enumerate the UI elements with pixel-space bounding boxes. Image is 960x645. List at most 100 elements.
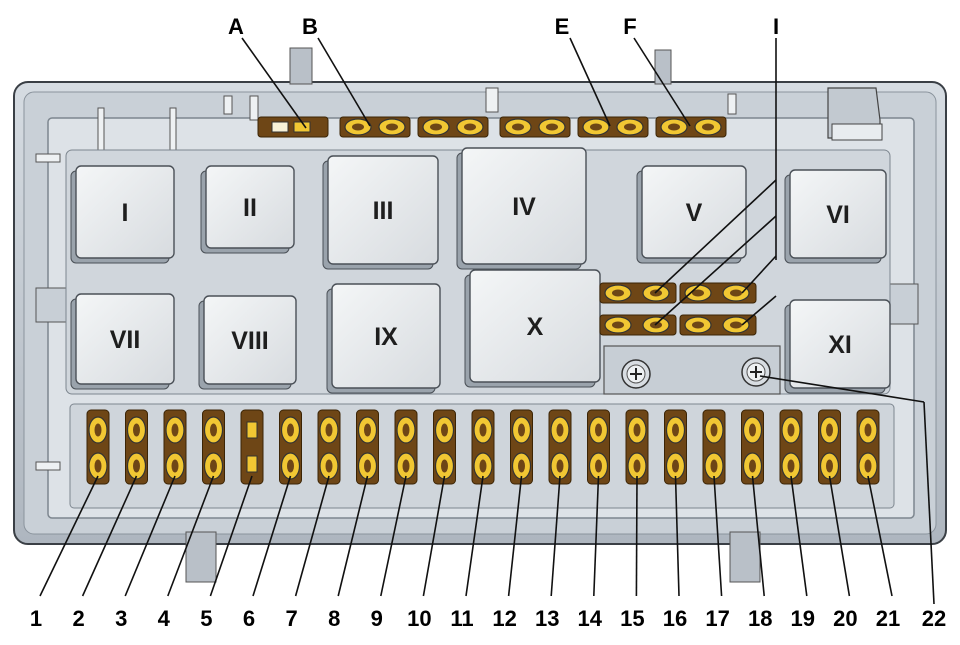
leader-B [317, 37, 371, 127]
relay-X: X [464, 269, 601, 388]
fuse-11 [471, 409, 495, 485]
fuse-number-16: 16 [663, 606, 687, 631]
fuse-number-7: 7 [285, 606, 297, 631]
relay-label-IX: IX [374, 323, 398, 351]
leader-20 [828, 475, 851, 597]
fuse-16 [664, 409, 687, 485]
fuse-15 [625, 409, 649, 485]
relay-label-I: I [122, 199, 129, 227]
fuse-6 [279, 409, 302, 485]
fuse-number-8: 8 [328, 606, 340, 631]
callout-label-F: F [623, 14, 636, 39]
relay-VII: VII [70, 293, 175, 390]
top-fuse-3 [417, 116, 489, 138]
fuse-9 [394, 409, 418, 485]
relay-IX: IX [326, 283, 441, 394]
fuse-number-17: 17 [705, 606, 729, 631]
leader-6 [252, 475, 292, 597]
relay-label-X: X [527, 313, 544, 341]
leader-16 [674, 475, 680, 597]
leader-3 [124, 475, 176, 597]
leader-17 [713, 475, 723, 597]
fuse-number-19: 19 [791, 606, 815, 631]
top-fuse-1 [257, 116, 329, 138]
relay-label-VI: VI [826, 201, 850, 229]
fuse-number-1: 1 [30, 606, 42, 631]
relay-label-VIII: VIII [231, 327, 269, 355]
top-fuse-5 [577, 116, 649, 138]
fuse-number-10: 10 [407, 606, 431, 631]
leader-I-2 [654, 215, 777, 326]
fuse-19 [779, 409, 803, 485]
leader-12 [507, 475, 523, 597]
fuse-2 [125, 409, 148, 485]
top-fuse-strip [257, 116, 727, 138]
fuse-number-11: 11 [450, 606, 473, 631]
relay-II: II [200, 165, 295, 254]
callout-label-I: I [773, 14, 779, 39]
bottom-fuse-row [86, 409, 880, 485]
relay-label-V: V [686, 199, 703, 227]
leader-A [241, 37, 307, 129]
relay-III: III [322, 155, 439, 270]
leader-10 [422, 475, 446, 597]
fuse-number-21: 21 [876, 606, 900, 631]
fuse-21 [856, 409, 880, 485]
top-fuse-4 [499, 116, 571, 138]
fuse-number-9: 9 [371, 606, 383, 631]
relay-I: I [70, 165, 175, 264]
fuse-number-5: 5 [200, 606, 212, 631]
leader-lines [39, 37, 935, 605]
leader-19 [790, 475, 808, 597]
fuse-3 [163, 409, 187, 485]
leader-14 [593, 475, 600, 597]
leader-22-b [759, 375, 925, 403]
relay-VIII: VIII [198, 295, 297, 390]
relay-XI: XI [784, 299, 891, 394]
fuse-12 [510, 409, 533, 485]
relay-VI: VI [784, 169, 887, 264]
fuse-18 [741, 409, 764, 485]
callout-label-A: A [228, 14, 244, 39]
fuse-7 [317, 409, 341, 485]
top-fuse-6 [655, 116, 727, 138]
relay-label-II: II [243, 194, 257, 222]
ground-screw-2 [741, 357, 771, 387]
fuse-4 [202, 409, 225, 485]
middle-fuse-2 [679, 282, 757, 304]
leader-I-4 [741, 295, 777, 326]
fuse-10 [433, 409, 456, 485]
relay-IV: IV [456, 147, 587, 270]
leader-22-a [923, 401, 935, 605]
top-fuse-2 [339, 116, 411, 138]
leader-11 [465, 475, 484, 597]
relay-label-XI: XI [828, 331, 852, 359]
fuse-13 [548, 409, 572, 485]
leader-13 [550, 475, 561, 597]
leader-E [569, 37, 611, 127]
leader-2 [81, 475, 138, 597]
leader-15 [635, 475, 638, 597]
fuse-number-4: 4 [158, 606, 171, 631]
fuse-number-13: 13 [535, 606, 559, 631]
leader-18 [751, 475, 765, 597]
fuse-5 [240, 409, 264, 485]
leader-I-1 [654, 179, 777, 294]
middle-fuse-3 [599, 314, 677, 336]
fuse-number-6: 6 [243, 606, 255, 631]
fuse-number-12: 12 [492, 606, 516, 631]
fuse-8 [356, 409, 379, 485]
fuse-number-22: 22 [922, 606, 946, 631]
leader-4 [167, 475, 215, 597]
relay-label-III: III [373, 197, 394, 225]
fuse-17 [702, 409, 726, 485]
relay-label-VII: VII [110, 326, 141, 354]
callout-label-B: B [302, 14, 318, 39]
callout-label-E: E [555, 14, 570, 39]
leader-7 [294, 475, 330, 597]
fuse-1 [86, 409, 110, 485]
fuse-number-18: 18 [748, 606, 772, 631]
